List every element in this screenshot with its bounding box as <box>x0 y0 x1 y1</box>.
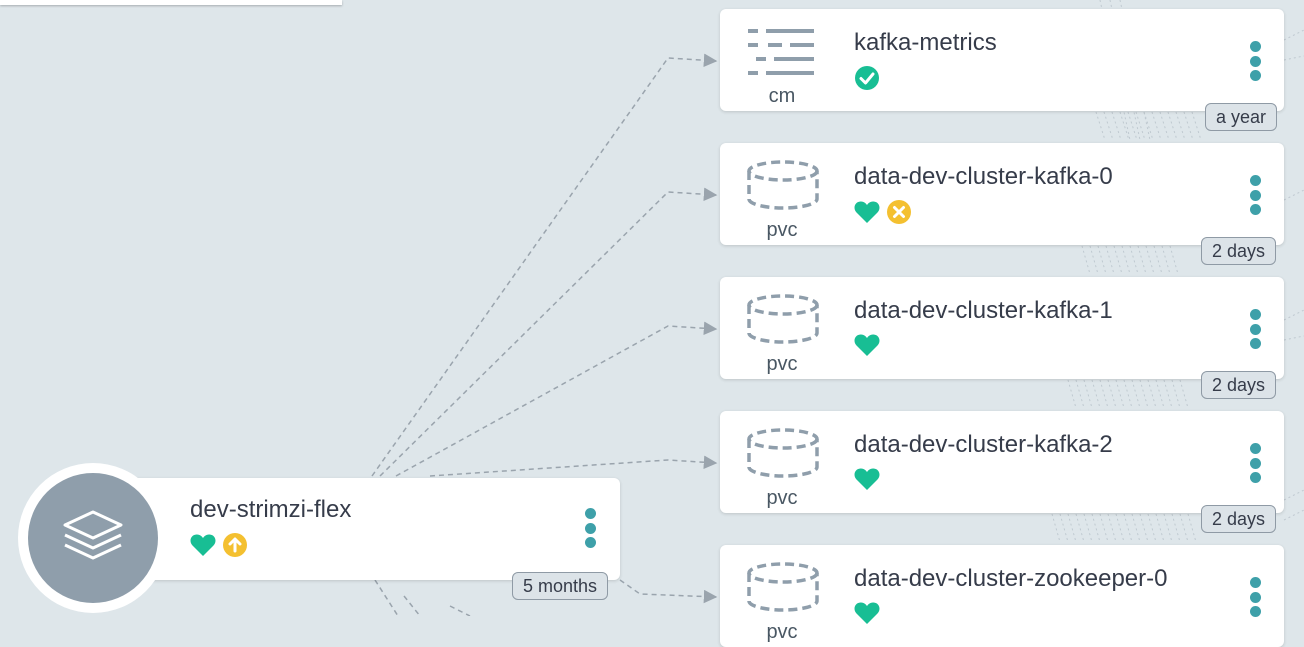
synced-check-icon <box>855 66 879 90</box>
healthy-heart-icon <box>854 468 880 490</box>
status-row <box>854 199 912 225</box>
out-of-sync-arrow-icon <box>223 533 247 557</box>
status-row <box>854 467 880 491</box>
application-name[interactable]: dev-strimzi-flex <box>190 496 352 523</box>
resource-name[interactable]: data-dev-cluster-kafka-0 <box>854 163 1113 190</box>
resource-name[interactable]: data-dev-cluster-kafka-2 <box>854 431 1113 458</box>
volume-icon <box>746 157 819 243</box>
volume-icon <box>746 425 819 511</box>
resource-name[interactable]: data-dev-cluster-kafka-1 <box>854 297 1113 324</box>
age-badge: 2 days <box>1201 505 1277 533</box>
resource-kind: pvc <box>766 219 798 241</box>
volume-icon <box>746 291 819 377</box>
resource-name[interactable]: data-dev-cluster-zookeeper-0 <box>854 565 1168 592</box>
status-row <box>854 333 880 357</box>
collapsed-panel-edge <box>0 0 342 5</box>
application-icon-circle[interactable] <box>18 463 168 613</box>
sync-failed-icon <box>887 200 911 224</box>
resource-kind: pvc <box>766 487 798 509</box>
resource-menu-button[interactable] <box>1249 175 1261 215</box>
age-badge: 2 days <box>1201 371 1277 399</box>
status-row <box>854 65 880 91</box>
app-status-row <box>190 532 248 558</box>
healthy-heart-icon <box>854 334 880 356</box>
resource-node-data-dev-cluster-kafka-2[interactable]: pvc data-dev-cluster-kafka-2 <box>720 411 1284 513</box>
healthy-heart-icon <box>854 201 880 223</box>
app-age-badge: 5 months <box>512 572 609 600</box>
healthy-heart-icon <box>854 602 880 624</box>
resource-node-data-dev-cluster-kafka-1[interactable]: pvc data-dev-cluster-kafka-1 <box>720 277 1284 379</box>
resource-menu-button[interactable] <box>1249 309 1261 349</box>
age-badge: a year <box>1205 103 1278 131</box>
layers-icon <box>63 510 123 560</box>
resource-node-data-dev-cluster-zookeeper-0[interactable]: pvc data-dev-cluster-zookeeper-0 <box>720 545 1284 647</box>
status-row <box>854 601 880 625</box>
volume-icon <box>746 559 819 645</box>
healthy-heart-icon <box>190 534 216 556</box>
resource-kind: pvc <box>766 621 798 643</box>
age-badge: 2 days <box>1201 237 1277 265</box>
configmap-icon <box>746 23 818 109</box>
resource-menu-button[interactable] <box>1249 443 1261 483</box>
application-node[interactable]: dev-strimzi-flex <box>95 478 620 580</box>
resource-menu-button[interactable] <box>1249 577 1261 617</box>
resource-name[interactable]: kafka-metrics <box>854 29 997 56</box>
resource-kind: cm <box>768 85 796 107</box>
resource-menu-button[interactable] <box>1249 41 1261 81</box>
resource-node-data-dev-cluster-kafka-0[interactable]: pvc data-dev-cluster-kafka-0 <box>720 143 1284 245</box>
application-menu-button[interactable] <box>584 508 596 548</box>
resource-node-kafka-metrics[interactable]: cm kafka-metrics <box>720 9 1284 111</box>
resource-kind: pvc <box>766 353 798 375</box>
